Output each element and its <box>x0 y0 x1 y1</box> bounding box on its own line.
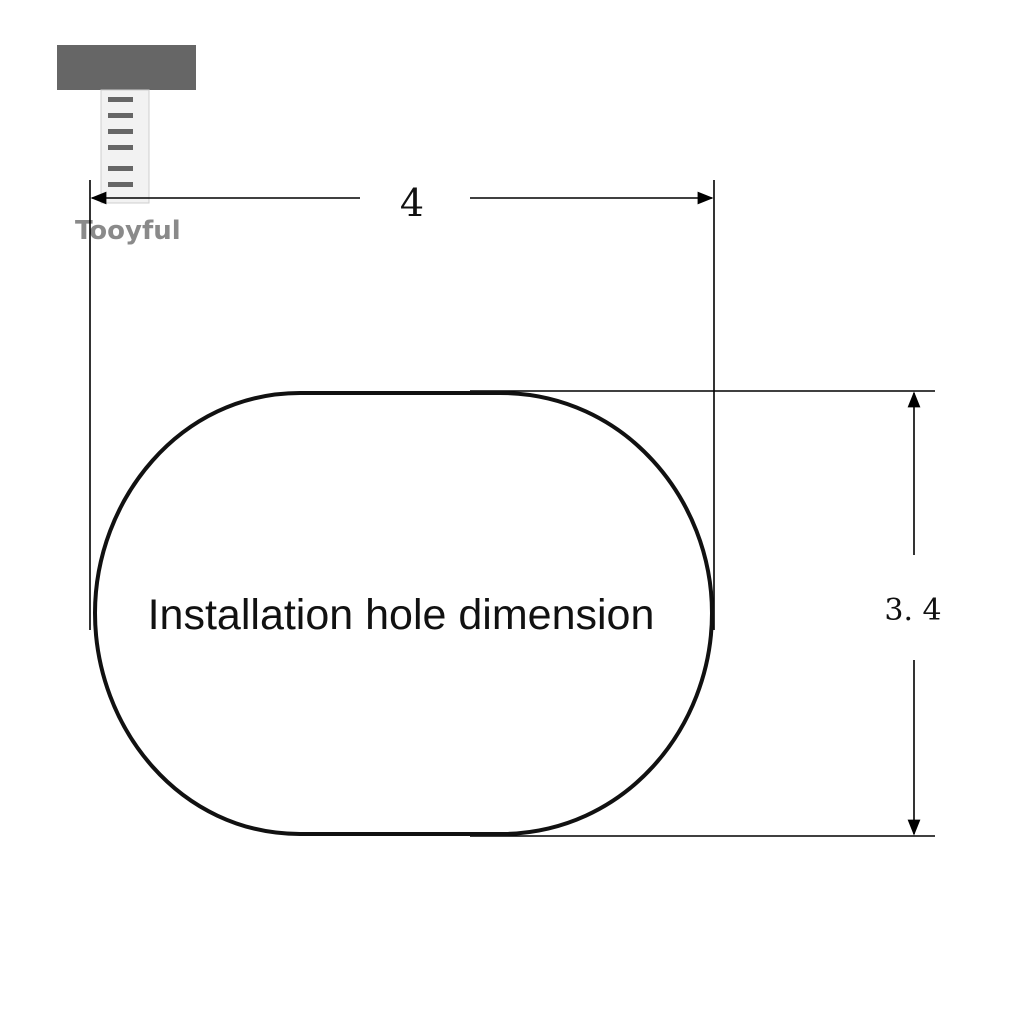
height-dimension-label: 3. 4 <box>884 593 941 628</box>
brand-name: Tooyful <box>75 216 181 246</box>
brand-logo: Tooyful <box>57 45 196 246</box>
installation-hole-outline <box>92 391 715 836</box>
height-dimension <box>470 390 935 837</box>
logo-top-bar <box>57 45 196 90</box>
width-dimension-label: 4 <box>400 181 424 225</box>
installation-hole-label: Installation hole dimension <box>148 591 655 639</box>
logo-ruler-ticks <box>108 97 133 187</box>
width-dimension <box>89 180 715 630</box>
